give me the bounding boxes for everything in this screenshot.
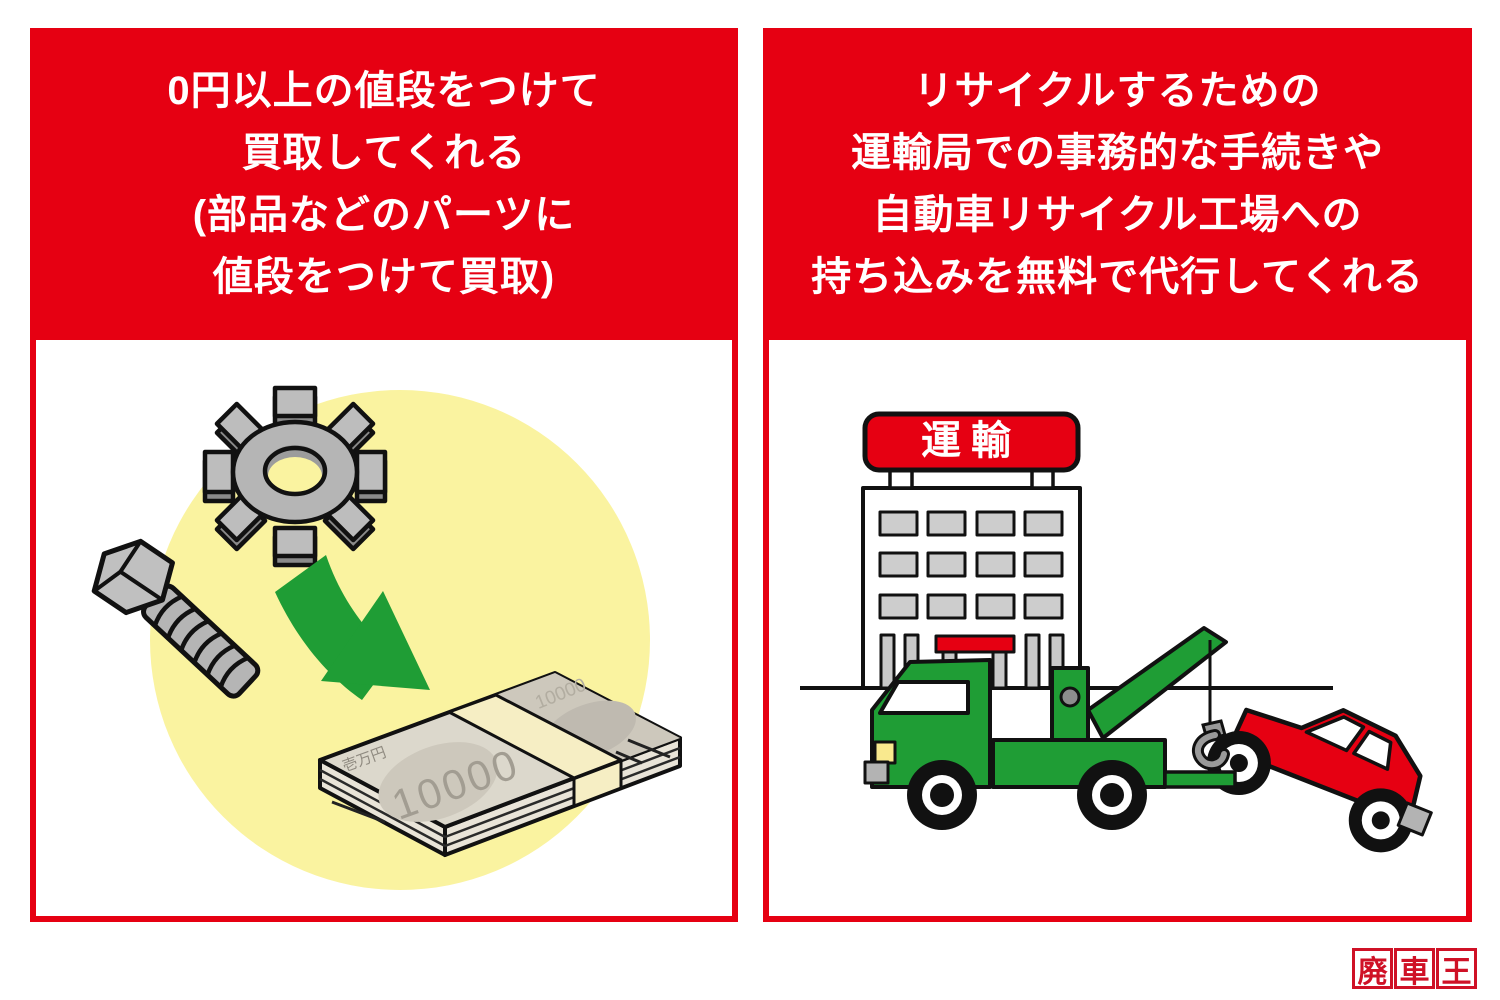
right-header-line: 自動車リサイクル工場への xyxy=(872,193,1363,237)
gear-icon xyxy=(202,385,388,568)
transport-bureau-building: 運輸 xyxy=(861,411,1082,690)
entrance-awning xyxy=(934,634,1016,654)
windshield xyxy=(878,680,970,715)
right-panel: リサイクルするための 運輸局での事務的な手続きや 自動車リサイクル工場への 持ち… xyxy=(763,28,1472,922)
headlight xyxy=(873,740,897,765)
right-panel-header: リサイクルするための 運輸局での事務的な手続きや 自動車リサイクル工場への 持ち… xyxy=(763,28,1472,340)
rear-bumper xyxy=(1396,801,1433,837)
left-header-line: 値段をつけて買取) xyxy=(212,255,556,299)
building-sign xyxy=(862,411,1081,473)
right-header-line: 持ち込みを無料で代行してくれる xyxy=(811,255,1424,299)
logo-character-box: 王 xyxy=(1436,948,1477,989)
money-stack-icon: 壱万円 10000 10000 xyxy=(318,671,682,857)
left-header-line: (部品などのパーツに xyxy=(192,193,576,237)
right-header-line: リサイクルするための xyxy=(913,69,1322,113)
parts-to-cash-illustration: 壱万円 10000 10000 xyxy=(91,385,682,890)
left-header-line: 買取してくれる xyxy=(241,131,527,175)
left-panel-illustration: 壱万円 10000 10000 xyxy=(36,340,732,916)
sign-posts xyxy=(888,468,1055,490)
right-header-line: 運輸局での事務的な手続きや xyxy=(851,131,1384,175)
right-panel-illustration: 運輸 xyxy=(769,340,1466,916)
bolt-icon xyxy=(91,538,261,699)
logo-character-box: 車 xyxy=(1394,948,1435,989)
building-sign-text: 運輸 xyxy=(921,419,1021,463)
scrap-car-icon xyxy=(1206,707,1433,853)
left-panel-header: 0円以上の値段をつけて 買取してくれる (部品などのパーツに 値段をつけて買取) xyxy=(30,28,738,340)
brand-logo-haishaou: 廃 車 王 xyxy=(1352,948,1477,989)
crane-pivot xyxy=(1059,686,1081,708)
tow-truck-icon xyxy=(863,626,1228,830)
left-panel: 0円以上の値段をつけて 買取してくれる (部品などのパーツに 値段をつけて買取) xyxy=(30,28,738,922)
truck-rear-step xyxy=(1163,770,1237,789)
arrow-down-right-icon xyxy=(275,555,430,700)
front-bumper xyxy=(863,760,890,785)
tow-truck-illustration: 運輸 xyxy=(800,411,1433,853)
tow-hook-icon xyxy=(1191,719,1230,771)
truck-wheels xyxy=(907,760,1147,830)
left-header-line: 0円以上の値段をつけて xyxy=(167,69,601,113)
crane-boom xyxy=(1086,626,1228,740)
logo-character-box: 廃 xyxy=(1352,948,1393,989)
